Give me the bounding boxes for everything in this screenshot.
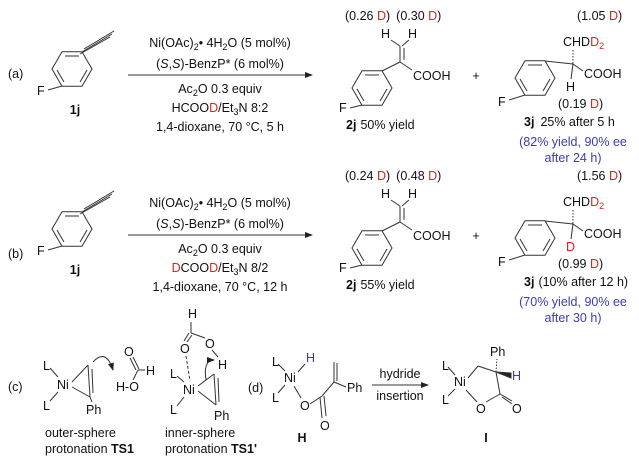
svg-text:Ni: Ni xyxy=(183,383,195,397)
intermediate-H-structure: L Ni L H O O Ph xyxy=(272,351,362,433)
svg-text:H: H xyxy=(218,358,227,372)
svg-text:Ph: Ph xyxy=(347,381,362,395)
deuterium-ratio-2j-a: (0.26 D)(0.30 D) xyxy=(345,9,441,23)
note-line1-a: (82% yield, 90% ee xyxy=(519,135,627,149)
reaction-b: F 1j Ni(OAc)2• 4H2O (5 mol%) (S,S)-BenzP… xyxy=(37,169,628,325)
svg-text:Ni: Ni xyxy=(454,375,466,389)
svg-text:H: H xyxy=(408,27,417,41)
svg-text:L: L xyxy=(272,355,279,369)
compound-label-I: I xyxy=(484,431,487,445)
product-2j-structure-a: H H COOH F xyxy=(339,27,451,115)
catalyst-text-a: Ni(OAc)2• 4H2O (5 mol%) xyxy=(149,36,291,52)
product-3j-structure-a: COOH H F xyxy=(498,50,622,109)
svg-text:F: F xyxy=(498,95,506,109)
ts1-caption-line2: protonation TS1 xyxy=(45,442,134,456)
svg-text:H: H xyxy=(512,369,521,383)
svg-text:L: L xyxy=(170,403,177,417)
svg-text:H: H xyxy=(306,351,315,365)
svg-text:O: O xyxy=(300,399,310,413)
additive-text-b: Ac2O 0.3 equiv xyxy=(178,242,262,258)
plus-sign-b: + xyxy=(472,229,479,243)
svg-text:L: L xyxy=(170,367,177,381)
arrow-label-insertion: insertion xyxy=(376,389,423,403)
label-c: (c) xyxy=(8,380,23,394)
compound-label-1j-b: 1j xyxy=(70,263,80,277)
ts1-prime-caption-line2: protonation TS1' xyxy=(165,442,257,456)
fluorine-atom: F xyxy=(37,84,45,98)
svg-text:F: F xyxy=(339,101,347,115)
ligand-text-a: (S,S)-BenzP* (6 mol%) xyxy=(156,57,284,71)
deuterium-ratio-3j-low-a: (0.19 D) xyxy=(558,97,603,111)
svg-text:L: L xyxy=(442,393,449,407)
svg-text:O: O xyxy=(180,342,190,356)
svg-text:H: H xyxy=(188,307,197,321)
product-2j-structure-b: H H COOH F xyxy=(339,187,451,275)
svg-text:H: H xyxy=(566,80,575,94)
svg-text:Ph: Ph xyxy=(214,409,229,423)
svg-text:L: L xyxy=(43,399,50,413)
arrow-label-hydride: hydride xyxy=(380,367,421,381)
svg-text:H: H xyxy=(381,27,390,41)
svg-text:F: F xyxy=(37,244,45,258)
svg-text:COOH: COOH xyxy=(413,229,451,243)
compound-label-H: H xyxy=(297,431,306,445)
note-line1-b: (70% yield, 90% ee xyxy=(519,295,627,309)
svg-text:H: H xyxy=(381,187,390,201)
deuterium-ratio-3j-top-a: (1.05 D) xyxy=(577,9,622,23)
svg-text:H-O: H-O xyxy=(116,380,139,394)
acid-text-a: HCOOD/Et3N 8:2 xyxy=(172,101,269,117)
plus-sign-a: + xyxy=(472,69,479,83)
deuterium-ratio-3j-top-b: (1.56 D) xyxy=(577,169,622,183)
reaction-a: (a) F 1j Ni(OAc)2• 4H2O (5 mol%) (S,S)-B… xyxy=(8,9,627,165)
svg-text:O: O xyxy=(512,402,522,416)
ts1-structure: L Ni L Ph H-O O H xyxy=(43,345,155,417)
label-d: (d) xyxy=(248,381,263,395)
svg-text:O: O xyxy=(476,402,486,416)
svg-text:Ni: Ni xyxy=(284,371,296,385)
svg-text:F: F xyxy=(339,261,347,275)
chd2-group-a: CHDD2 xyxy=(563,35,604,51)
svg-text:L: L xyxy=(43,359,50,373)
ts1-caption-line1: outer-sphere xyxy=(45,426,116,440)
deuterium-ratio-3j-low-b: (0.99 D) xyxy=(558,257,603,271)
deuterium-ratio-2j-b: (0.24 D)(0.48 D) xyxy=(345,169,441,183)
note-line2-b: after 30 h) xyxy=(545,311,602,325)
ts1-prime-structure: H O O H L Ni L Ph xyxy=(170,307,229,423)
ligand-text-b: (S,S)-BenzP* (6 mol%) xyxy=(156,217,284,231)
catalyst-text-b: Ni(OAc)2• 4H2O (5 mol%) xyxy=(149,196,291,212)
label-a: (a) xyxy=(8,67,23,81)
conditions-text-b: 1,4-dioxane, 70 °C, 12 h xyxy=(153,280,288,294)
compound-1j-structure-b: F xyxy=(37,190,115,258)
svg-text:COOH: COOH xyxy=(584,67,622,81)
svg-text:L: L xyxy=(272,391,279,405)
ts1-prime-caption-line1: inner-sphere xyxy=(165,426,235,440)
svg-text:COOH: COOH xyxy=(584,227,622,241)
additive-text-a: Ac2O 0.3 equiv xyxy=(178,82,262,98)
conditions-text-a: 1,4-dioxane, 70 °C, 5 h xyxy=(156,120,284,134)
svg-text:COOH: COOH xyxy=(413,69,451,83)
svg-text:H: H xyxy=(146,364,155,378)
intermediate-I-structure: L Ni L Ph H O O xyxy=(442,345,522,416)
acid-text-b: DCOOD/Et3N 8/2 xyxy=(172,261,269,277)
note-line2-a: after 24 h) xyxy=(545,151,602,165)
svg-text:O: O xyxy=(320,419,330,433)
svg-text:O: O xyxy=(205,337,215,351)
svg-text:Ph: Ph xyxy=(490,345,505,359)
product-3j-structure-b: COOH D F xyxy=(498,210,622,269)
svg-text:Ni: Ni xyxy=(57,378,69,392)
svg-text:O: O xyxy=(124,345,134,359)
compound-label-1j: 1j xyxy=(70,103,80,117)
svg-text:D: D xyxy=(566,240,575,254)
product-3j-yield-b: 3j(10% after 12 h) xyxy=(524,275,628,289)
compound-1j-structure: F xyxy=(37,30,115,98)
svg-text:Ph: Ph xyxy=(86,403,101,417)
svg-text:H: H xyxy=(408,187,417,201)
label-b: (b) xyxy=(8,247,23,261)
svg-text:L: L xyxy=(442,359,449,373)
chd2-group-b: CHDD2 xyxy=(563,195,604,211)
svg-text:F: F xyxy=(498,255,506,269)
